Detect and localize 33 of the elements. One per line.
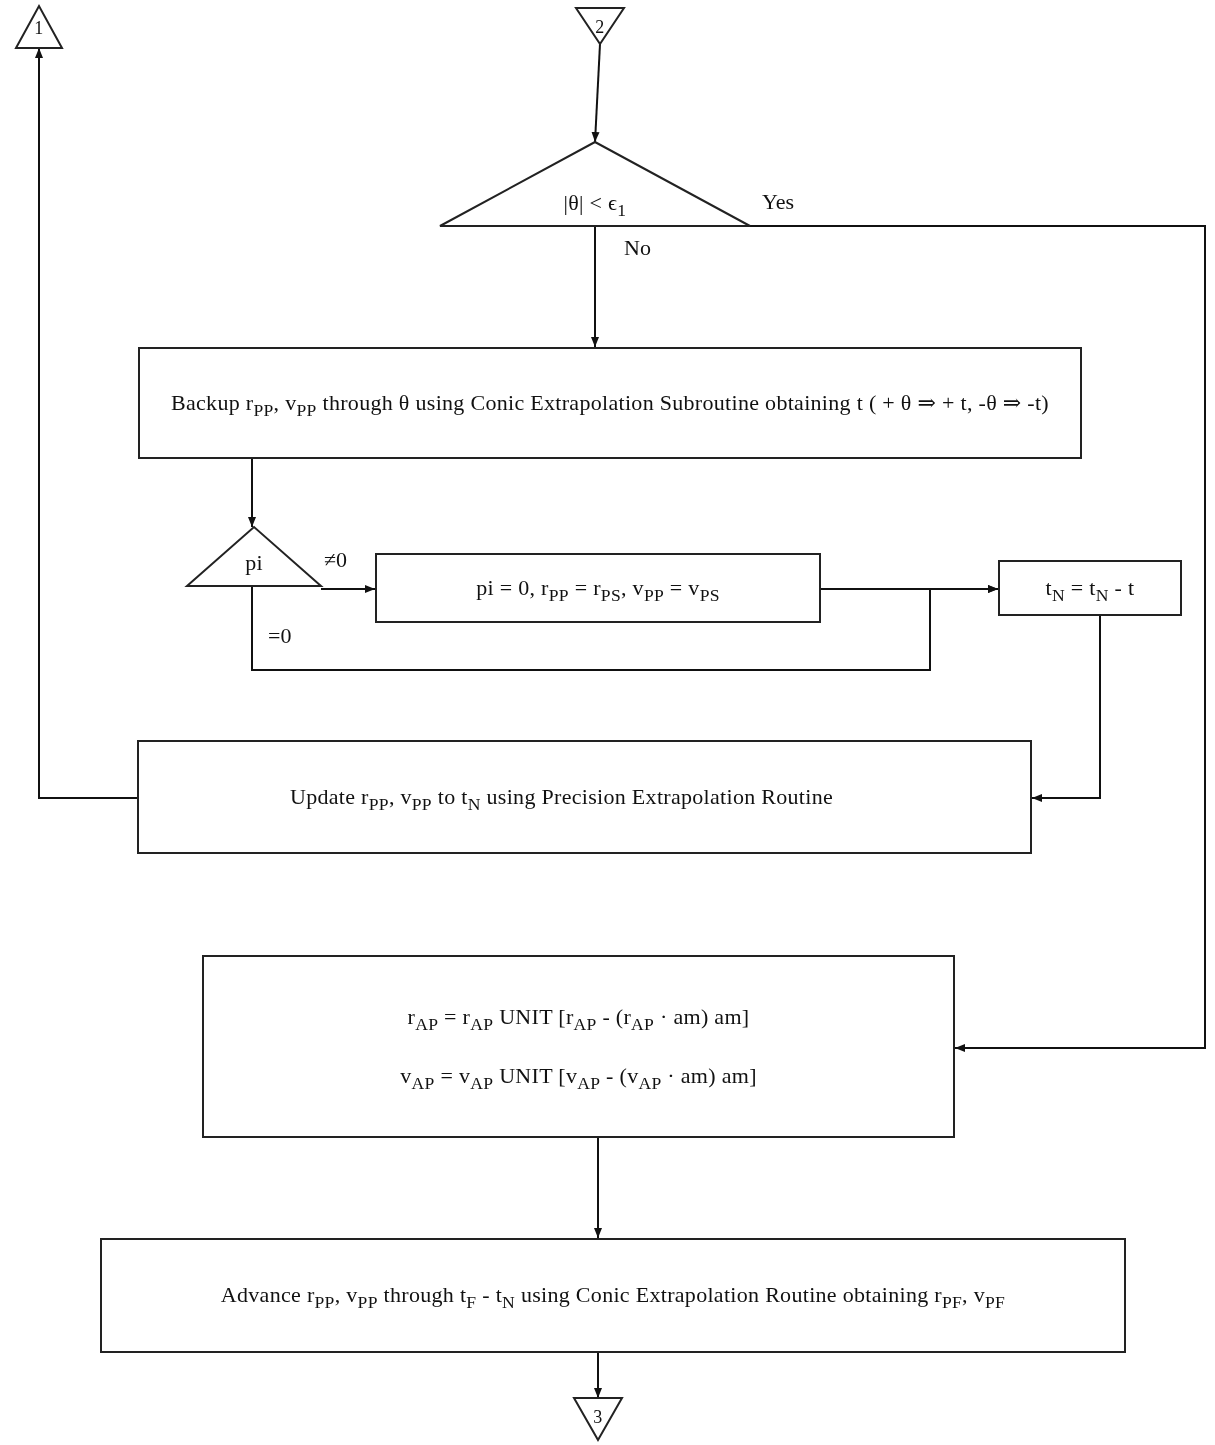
arrow bbox=[591, 43, 601, 143]
box-text: pi bbox=[245, 548, 263, 577]
box-text: 3 bbox=[593, 1406, 603, 1429]
arrow bbox=[320, 585, 376, 593]
process-box bbox=[202, 955, 955, 1138]
arrow bbox=[594, 1137, 602, 1239]
triangle-connector bbox=[574, 1398, 622, 1440]
box-text: t$_{N}$ = t$_{N}$ - t bbox=[1045, 573, 1135, 607]
process-box bbox=[137, 740, 1032, 854]
box-text: 2 bbox=[595, 16, 605, 39]
arrow bbox=[35, 47, 138, 799]
process-box bbox=[375, 553, 821, 623]
box-text: 1 bbox=[34, 16, 44, 40]
arrow bbox=[1031, 615, 1101, 802]
arrow bbox=[820, 585, 999, 593]
triangle-connector bbox=[16, 6, 62, 48]
box-text: |θ| < ϵ$_{1}$ bbox=[563, 188, 627, 222]
box-text: v$_{AP}$ = v$_{AP}$ UNIT [v$_{AP}$ - (v$_{AP}$ · am) am] bbox=[400, 1061, 757, 1095]
arrow bbox=[248, 458, 256, 528]
arrow bbox=[591, 225, 599, 348]
arrow bbox=[594, 1352, 602, 1399]
box-text: r$_{AP}$ = r$_{AP}$ UNIT [r$_{AP}$ - (r$_{AP}$ · am) am] bbox=[407, 1003, 750, 1037]
box-text: pi = 0, r$_{PP}$ = r$_{PS}$, v$_{PP}$ = v$_{PS}$ bbox=[476, 573, 720, 607]
triangle-connector bbox=[440, 142, 750, 226]
process-box bbox=[998, 560, 1182, 616]
process-box bbox=[100, 1238, 1126, 1353]
box-text: Backup r$_{PP}$, v$_{PP}$ through θ using Conic Extrapolation Subroutine obtaining t ( + θ ⇒ + t, -θ ⇒ -t) bbox=[171, 388, 1049, 422]
box-text: Update r$_{PP}$, v$_{PP}$ to t$_{N}$ using Precision Extrapolation Routine bbox=[289, 782, 834, 816]
arrow bbox=[749, 225, 1206, 1052]
triangle-connector bbox=[576, 8, 624, 44]
process-box bbox=[138, 347, 1082, 459]
triangle-connector bbox=[187, 527, 321, 586]
box-text: Advance r$_{PP}$, v$_{PP}$ through t$_{F}$ - t$_{N}$ using Conic Extrapolation Routine obtaining r$_{PF}$, v$_{PF}$ bbox=[220, 1281, 1006, 1315]
